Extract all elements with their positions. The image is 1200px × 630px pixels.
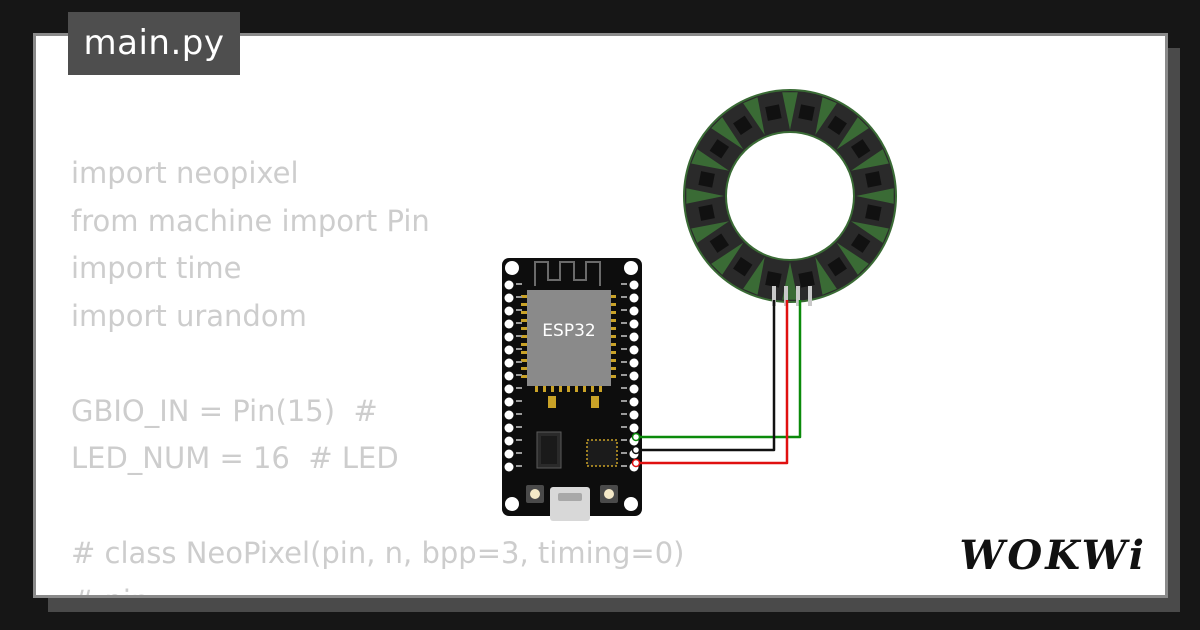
led-segment: [711, 117, 744, 150]
ground-wire: [634, 300, 776, 452]
code-line: # pin :: [71, 578, 685, 596]
chip-label: ESP32: [542, 321, 595, 341]
power-wire: [634, 300, 789, 465]
wokwi-logo: WOKWi: [959, 532, 1147, 579]
led-segment: [836, 242, 869, 275]
led-segment: [815, 97, 837, 136]
led-pixel: [850, 233, 871, 253]
code-line: import time: [71, 251, 242, 285]
led-pixel: [698, 204, 715, 221]
led-segment: [711, 242, 744, 275]
led-pixel: [765, 104, 782, 121]
led-pixel: [698, 171, 715, 188]
esp32-board: ESP32: [502, 258, 642, 521]
led-segment: [856, 188, 894, 204]
right-header-pins: [629, 280, 639, 472]
code-line: LED_NUM = 16 # LED: [71, 441, 399, 475]
led-pixel: [733, 115, 753, 136]
led-pixel: [798, 271, 815, 288]
neopixel-ring: [683, 89, 897, 306]
code-line: import urandom: [71, 298, 307, 333]
code-preview: import neopixel from machine import Pin im…: [71, 150, 685, 596]
led-segment: [850, 149, 889, 171]
led-pixel: [733, 256, 753, 277]
led-pixel: [827, 115, 847, 136]
led-pixel: [850, 139, 871, 159]
led-pixel: [709, 233, 730, 253]
wires: [631, 300, 802, 468]
led-pixel: [865, 204, 882, 221]
code-line: from machine import Pin: [71, 203, 430, 238]
circuit-diagram: ESP32: [502, 89, 897, 521]
led-pixel: [798, 104, 815, 121]
preview-card: import neopixel from machine import Pin im…: [33, 33, 1168, 598]
led-segment: [686, 188, 724, 204]
code-line: GBIO_IN = Pin(15) #: [71, 393, 378, 428]
led-segment: [743, 97, 765, 136]
data-wire: [634, 300, 802, 439]
module-pins: [521, 295, 616, 392]
led-segment: [691, 149, 730, 171]
led-pixel: [765, 271, 782, 288]
led-segment: [850, 221, 889, 243]
led-segment: [815, 256, 837, 295]
led-segments: [686, 92, 894, 300]
code-line: # class NeoPixel(pin, n, bpp=3, timing=0…: [71, 536, 685, 570]
led-segment: [691, 221, 730, 243]
led-pixel: [865, 171, 882, 188]
left-header-pins: [504, 280, 514, 472]
led-segment: [836, 117, 869, 150]
file-tab[interactable]: main.py: [68, 12, 240, 75]
led-segment: [743, 256, 765, 295]
led-pixel: [827, 256, 847, 277]
code-line: import neopixel: [71, 156, 299, 190]
led-segment: [782, 92, 798, 130]
led-pixel: [709, 139, 730, 159]
